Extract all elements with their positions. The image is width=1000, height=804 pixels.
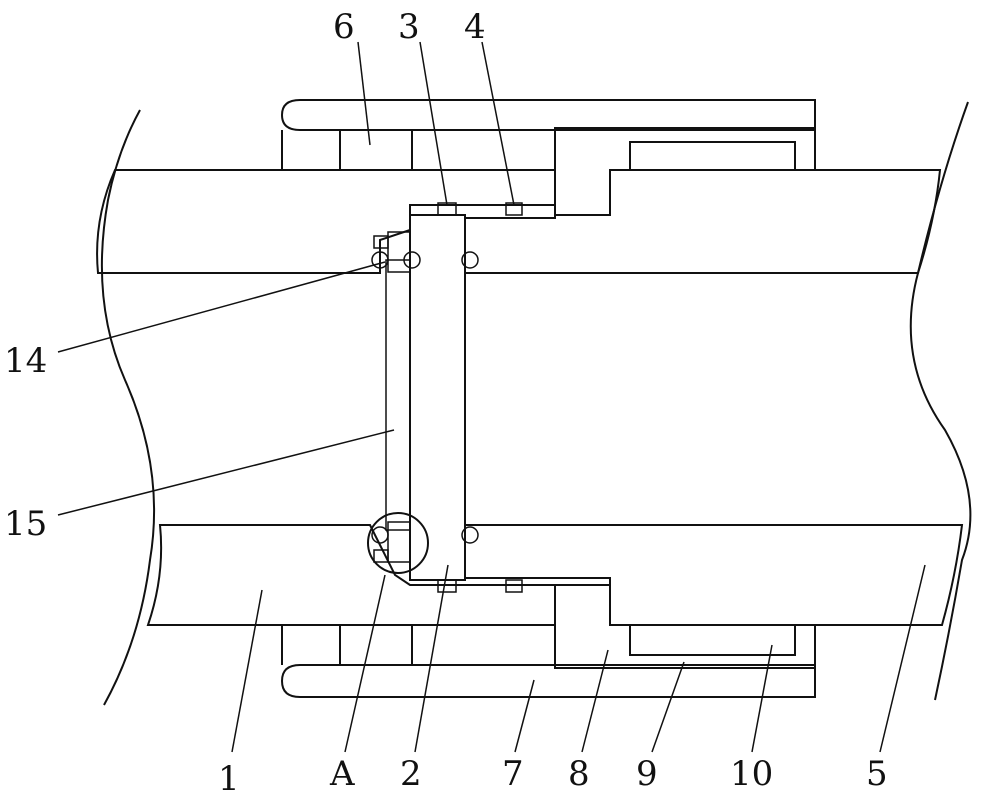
label-14: 14: [4, 341, 47, 381]
left-pipe-bottom-wall: [146, 524, 556, 626]
label-15: 15: [4, 504, 47, 544]
left-pipe-top-wall: [96, 169, 556, 274]
clamp-top: [280, 99, 816, 131]
left-pipe-break-line: [100, 109, 156, 706]
label-10: 10: [730, 754, 773, 794]
collar: [554, 127, 816, 669]
label-2: 2: [400, 754, 422, 794]
right-pipe-bottom-wall: [464, 524, 964, 626]
label-3: 3: [398, 7, 420, 47]
filter-screen: [385, 259, 411, 531]
inner-tube: [409, 214, 466, 581]
chamber-bottom: [629, 624, 796, 656]
label-9: 9: [636, 754, 658, 794]
clamp-top-block: [281, 130, 413, 170]
right-pipe-break-line: [909, 101, 972, 701]
leader-lines: [57, 41, 926, 753]
clamp-sleeve: [280, 99, 816, 698]
label-4: 4: [464, 7, 486, 47]
detail-circle-A: [367, 512, 429, 574]
block-4-bottom: [505, 579, 523, 593]
label-1: 1: [218, 759, 240, 799]
block-3-bottom: [437, 579, 457, 593]
label-A: A: [329, 754, 355, 794]
clamp-bottom-block: [281, 625, 413, 665]
right-pipe: [464, 101, 972, 701]
right-pipe-top-wall: [464, 169, 942, 274]
fastener-bottom: [367, 512, 479, 574]
left-pipe: [96, 109, 556, 706]
clamp-bottom: [280, 664, 816, 698]
fastener-top: [371, 231, 479, 273]
chamber-top: [629, 141, 796, 171]
label-8: 8: [568, 754, 590, 794]
label-6: 6: [333, 7, 355, 47]
label-7: 7: [502, 754, 524, 794]
label-5: 5: [866, 754, 888, 794]
